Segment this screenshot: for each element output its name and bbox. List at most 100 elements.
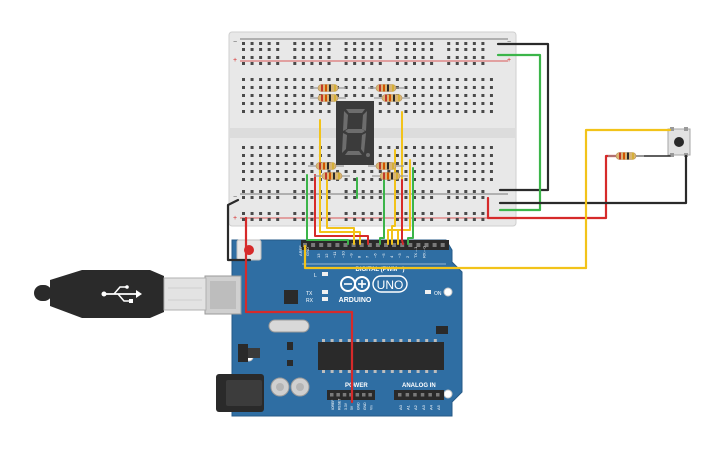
- breadboard-hole[interactable]: [327, 146, 331, 149]
- breadboard-hole[interactable]: [267, 110, 271, 113]
- breadboard-hole[interactable]: [276, 110, 280, 113]
- breadboard-hole[interactable]: [310, 212, 314, 215]
- breadboard-hole[interactable]: [387, 146, 391, 149]
- breadboard-hole[interactable]: [293, 190, 297, 193]
- breadboard-hole[interactable]: [327, 154, 331, 157]
- breadboard-hole[interactable]: [267, 102, 271, 105]
- breadboard-hole[interactable]: [370, 218, 374, 221]
- breadboard-hole[interactable]: [293, 56, 297, 59]
- breadboard-hole[interactable]: [259, 102, 263, 105]
- breadboard-hole[interactable]: [447, 154, 451, 157]
- breadboard-hole[interactable]: [361, 94, 365, 97]
- breadboard-hole[interactable]: [472, 94, 476, 97]
- breadboard-hole[interactable]: [447, 42, 451, 45]
- breadboard-hole[interactable]: [276, 42, 280, 45]
- breadboard-hole[interactable]: [242, 146, 245, 149]
- breadboard-hole[interactable]: [353, 94, 357, 97]
- breadboard-hole[interactable]: [472, 146, 476, 149]
- breadboard-hole[interactable]: [481, 178, 485, 181]
- breadboard-hole[interactable]: [259, 146, 263, 149]
- breadboard-hole[interactable]: [301, 94, 305, 97]
- breadboard-hole[interactable]: [404, 62, 408, 65]
- breadboard-hole[interactable]: [421, 218, 425, 221]
- breadboard-hole[interactable]: [464, 190, 468, 193]
- icsp-header[interactable]: [436, 326, 448, 334]
- breadboard-hole[interactable]: [421, 190, 425, 193]
- breadboard-hole[interactable]: [267, 196, 271, 199]
- breadboard-hole[interactable]: [293, 178, 297, 181]
- breadboard-hole[interactable]: [413, 42, 416, 45]
- breadboard-hole[interactable]: [301, 162, 305, 165]
- breadboard-hole[interactable]: [378, 178, 382, 181]
- breadboard-hole[interactable]: [250, 86, 254, 89]
- breadboard-hole[interactable]: [447, 62, 451, 65]
- wire-seg-d[interactable]: [306, 174, 349, 245]
- breadboard-hole[interactable]: [293, 86, 297, 89]
- breadboard-hole[interactable]: [472, 78, 476, 81]
- breadboard-hole[interactable]: [301, 170, 305, 173]
- breadboard-hole[interactable]: [421, 42, 425, 45]
- breadboard-hole[interactable]: [472, 178, 476, 181]
- breadboard-hole[interactable]: [318, 78, 322, 81]
- resistors[interactable]: [308, 84, 644, 180]
- breadboard-hole[interactable]: [489, 94, 493, 97]
- breadboard-hole[interactable]: [404, 212, 408, 215]
- breadboard-hole[interactable]: [293, 110, 297, 113]
- breadboard-hole[interactable]: [267, 62, 271, 65]
- breadboard-hole[interactable]: [464, 196, 468, 199]
- header-pin[interactable]: [367, 243, 372, 247]
- breadboard-hole[interactable]: [242, 94, 245, 97]
- breadboard-hole[interactable]: [310, 94, 314, 97]
- breadboard-hole[interactable]: [421, 212, 425, 215]
- wire-seg-g[interactable]: [397, 159, 411, 245]
- breadboard-hole[interactable]: [310, 190, 314, 193]
- breadboard-hole[interactable]: [310, 146, 314, 149]
- breadboard-hole[interactable]: [259, 178, 263, 181]
- breadboard-hole[interactable]: [413, 196, 416, 199]
- breadboard-hole[interactable]: [430, 94, 434, 97]
- breadboard-hole[interactable]: [250, 78, 254, 81]
- breadboard-hole[interactable]: [438, 154, 442, 157]
- wire-seg-j[interactable]: [401, 179, 404, 245]
- breadboard-hole[interactable]: [301, 154, 305, 157]
- breadboard-hole[interactable]: [404, 78, 408, 81]
- breadboard-hole[interactable]: [327, 62, 331, 65]
- breadboard-hole[interactable]: [276, 170, 280, 173]
- breadboard-hole[interactable]: [276, 62, 280, 65]
- breadboard-hole[interactable]: [395, 212, 399, 215]
- breadboard-hole[interactable]: [250, 42, 254, 45]
- breadboard-hole[interactable]: [472, 190, 476, 193]
- header-pin[interactable]: [311, 243, 316, 247]
- breadboard-hole[interactable]: [301, 62, 305, 65]
- breadboard-hole[interactable]: [421, 62, 425, 65]
- breadboard-hole[interactable]: [242, 162, 245, 165]
- header-pin[interactable]: [327, 243, 332, 247]
- resistor-6[interactable]: [314, 172, 350, 180]
- breadboard-hole[interactable]: [378, 146, 382, 149]
- breadboard-hole[interactable]: [259, 218, 263, 221]
- breadboard-hole[interactable]: [447, 162, 451, 165]
- breadboard-hole[interactable]: [404, 190, 408, 193]
- breadboard-hole[interactable]: [267, 212, 271, 215]
- breadboard-hole[interactable]: [472, 162, 476, 165]
- breadboard-hole[interactable]: [430, 62, 434, 65]
- breadboard-hole[interactable]: [318, 102, 322, 105]
- breadboard-hole[interactable]: [259, 154, 263, 157]
- breadboard-hole[interactable]: [447, 196, 451, 199]
- breadboard-hole[interactable]: [378, 56, 382, 59]
- breadboard-hole[interactable]: [276, 190, 280, 193]
- breadboard-hole[interactable]: [276, 212, 280, 215]
- breadboard-hole[interactable]: [472, 110, 476, 113]
- breadboard-hole[interactable]: [250, 218, 254, 221]
- breadboard-hole[interactable]: [430, 78, 434, 81]
- breadboard-hole[interactable]: [318, 48, 322, 51]
- breadboard-hole[interactable]: [344, 62, 348, 65]
- header-pin[interactable]: [319, 243, 324, 247]
- breadboard-hole[interactable]: [472, 218, 476, 221]
- breadboard-hole[interactable]: [430, 42, 434, 45]
- breadboard-hole[interactable]: [455, 218, 459, 221]
- breadboard-hole[interactable]: [421, 102, 425, 105]
- wire-seg-h[interactable]: [379, 179, 385, 245]
- breadboard-hole[interactable]: [301, 42, 305, 45]
